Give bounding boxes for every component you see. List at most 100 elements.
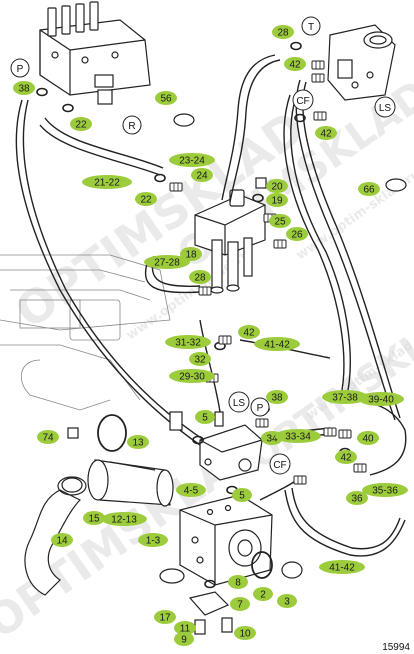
callout-c19: 19 bbox=[266, 193, 288, 207]
callout-bubble bbox=[284, 57, 306, 71]
callout-c9: 9 bbox=[174, 632, 194, 646]
callout-c4-5: 4-5 bbox=[176, 483, 206, 497]
callout-bubble bbox=[70, 117, 92, 131]
filter-housing bbox=[87, 459, 174, 507]
callout-bubble bbox=[228, 575, 248, 589]
small-parts bbox=[36, 41, 407, 635]
callout-c41-42a: 41-42 bbox=[254, 337, 300, 351]
callout-label: 31-32 bbox=[175, 338, 201, 349]
callout-c23-24: 23-24 bbox=[169, 153, 215, 167]
callout-label: 12-13 bbox=[111, 515, 137, 526]
callout-bubble bbox=[154, 610, 176, 624]
callout-c41-42b: 41-42 bbox=[319, 560, 365, 574]
callout-bubble bbox=[266, 193, 288, 207]
callout-c26: 26 bbox=[286, 227, 308, 241]
callout-c27-28: 27-28 bbox=[144, 255, 190, 269]
callout-label: 42 bbox=[320, 129, 332, 140]
callout-label: 11 bbox=[180, 624, 191, 635]
callout-bubble bbox=[266, 390, 288, 404]
callout-label: 38 bbox=[271, 393, 283, 404]
callout-label: 19 bbox=[271, 196, 283, 207]
callout-c33-34: 33-34 bbox=[275, 429, 321, 443]
callout-c21-22: 21-22 bbox=[82, 175, 132, 189]
callout-label: 22 bbox=[75, 120, 87, 131]
callout-label: 41-42 bbox=[329, 563, 355, 574]
callout-bubble bbox=[358, 182, 380, 196]
callout-c20: 20 bbox=[266, 179, 288, 193]
port-cf-top-label: CF bbox=[296, 96, 309, 107]
callout-bubble bbox=[189, 352, 211, 366]
callout-c35-36: 35-36 bbox=[362, 483, 408, 497]
callout-label: 42 bbox=[243, 328, 255, 339]
callout-label: 32 bbox=[194, 355, 206, 366]
port-t: T bbox=[301, 16, 321, 36]
callout-bubble bbox=[234, 626, 256, 640]
callout-label: 20 bbox=[271, 182, 283, 193]
callout-bubble bbox=[277, 594, 297, 608]
callout-c42d: 42 bbox=[335, 450, 357, 464]
callout-c14: 14 bbox=[51, 533, 73, 547]
port-p-mid: P bbox=[250, 397, 270, 417]
callout-bubble bbox=[83, 511, 105, 525]
callout-bubble bbox=[155, 91, 177, 105]
port-ls-mid-label: LS bbox=[233, 398, 246, 409]
callout-bubble bbox=[195, 410, 215, 424]
callout-label: 9 bbox=[181, 635, 187, 646]
port-ls-top: LS bbox=[374, 96, 396, 118]
callout-label: 22 bbox=[140, 195, 152, 206]
callout-c13: 13 bbox=[127, 435, 149, 449]
callout-bubble bbox=[269, 214, 291, 228]
callout-label: 5 bbox=[239, 491, 245, 502]
callout-label: 25 bbox=[274, 217, 286, 228]
callout-bubble bbox=[358, 392, 404, 406]
callout-bubble bbox=[169, 153, 215, 167]
priority-valve bbox=[194, 189, 277, 294]
callout-c38a: 38 bbox=[13, 81, 35, 95]
callout-bubble bbox=[266, 179, 288, 193]
callout-c3: 3 bbox=[277, 594, 297, 608]
hydraulic-pump bbox=[179, 494, 273, 586]
callout-c42c: 42 bbox=[238, 325, 260, 339]
callout-bubble bbox=[315, 126, 337, 140]
port-cf-top: CF bbox=[292, 89, 314, 111]
callout-c28b: 28 bbox=[189, 270, 211, 284]
callout-label: 36 bbox=[351, 494, 363, 505]
callout-bubble bbox=[319, 560, 365, 574]
callout-bubble bbox=[322, 390, 368, 404]
watermark-text-4: OPTIMSKLAD bbox=[242, 292, 414, 478]
callout-label: 28 bbox=[194, 273, 206, 284]
callout-bubble bbox=[144, 255, 190, 269]
callout-label: 15 bbox=[88, 514, 100, 525]
callout-label: 41-42 bbox=[264, 340, 290, 351]
callout-bubble bbox=[362, 483, 408, 497]
callout-label: 40 bbox=[362, 434, 374, 445]
seal-ring-13 bbox=[97, 414, 127, 452]
callout-bubble bbox=[272, 25, 294, 39]
callout-c5b: 5 bbox=[232, 488, 252, 502]
port-cf-mid-label: CF bbox=[273, 460, 286, 471]
port-ls-mid: LS bbox=[228, 391, 250, 413]
callout-bubble bbox=[180, 247, 202, 261]
callout-bubble bbox=[275, 429, 321, 443]
callout-bubble bbox=[253, 587, 273, 601]
callout-bubble bbox=[335, 450, 357, 464]
callout-c8: 8 bbox=[228, 575, 248, 589]
callout-label: 24 bbox=[196, 171, 208, 182]
callout-bubble bbox=[169, 369, 215, 383]
callout-c66: 66 bbox=[358, 182, 380, 196]
port-p-left: P bbox=[10, 58, 30, 78]
callout-label: 56 bbox=[160, 94, 172, 105]
callout-c22a: 22 bbox=[70, 117, 92, 131]
callout-c42b: 42 bbox=[315, 126, 337, 140]
port-ls-top-label: LS bbox=[379, 103, 392, 114]
callout-c40: 40 bbox=[357, 431, 379, 445]
callout-bubble bbox=[165, 335, 211, 349]
callout-label: 33-34 bbox=[285, 432, 311, 443]
callout-bubble bbox=[13, 81, 35, 95]
callout-c56: 56 bbox=[155, 91, 177, 105]
callout-c25: 25 bbox=[269, 214, 291, 228]
callout-bubble bbox=[254, 337, 300, 351]
callout-labels: 28423856224223-242421-222266201925261828… bbox=[13, 25, 408, 646]
callout-label: 42 bbox=[289, 60, 301, 71]
